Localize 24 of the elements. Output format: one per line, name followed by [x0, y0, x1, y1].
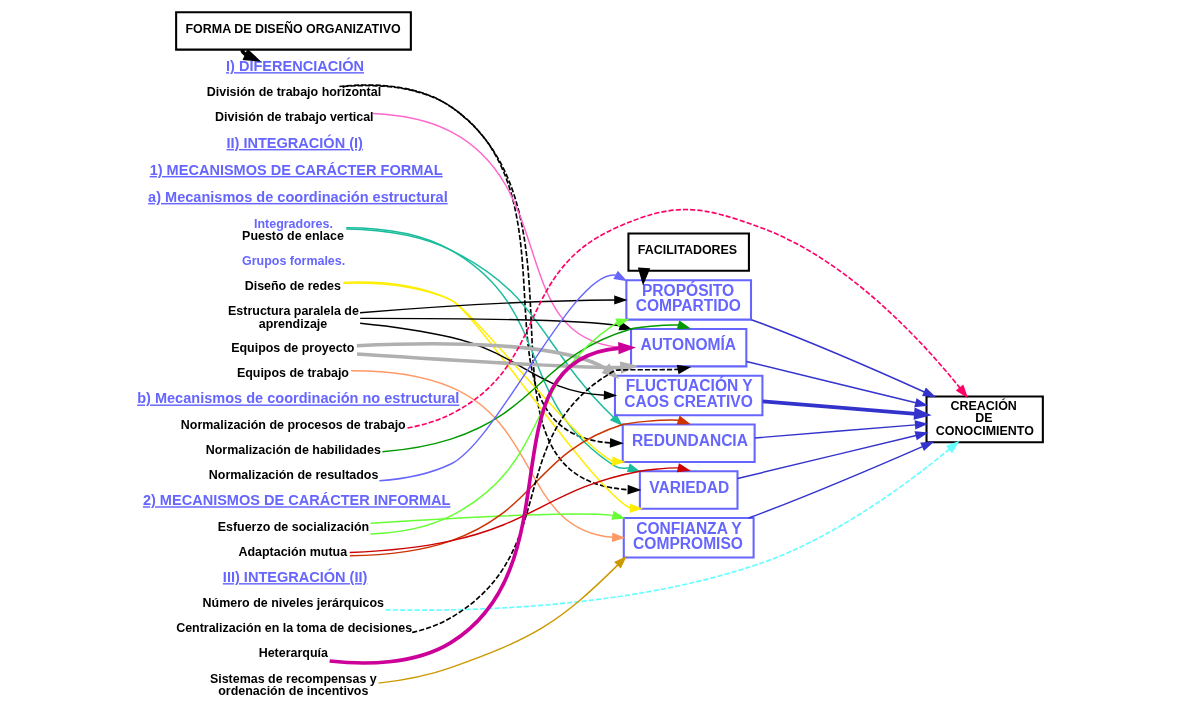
node-text: Normalización de habilidades	[205, 442, 381, 457]
node-text: División de trabajo vertical	[214, 110, 374, 125]
node-text: Equipos de proyecto	[230, 340, 354, 355]
node-text: II) INTEGRACIÓN (I)	[226, 134, 363, 151]
node-text: b) Mecanismos de coordinación no estructural	[136, 390, 459, 407]
node-text: III) INTEGRACIÓN (II)	[222, 569, 367, 586]
node-text: Diseño de redes	[244, 278, 341, 293]
node-text: 2) MECANISMOS DE CARÁCTER INFORMAL	[142, 492, 450, 509]
node-text: Normalización de resultados	[208, 467, 378, 482]
node-text: Heterarquía	[258, 646, 328, 661]
node-text: Equipos de trabajo	[236, 365, 349, 380]
node-text: 1) MECANISMOS DE CARÁCTER FORMAL	[149, 161, 443, 178]
node-text: Centralización en la toma de decisiones	[175, 621, 412, 636]
node-text: Grupos formales.	[241, 253, 345, 268]
node-text: Integradores. Puesto de enlace	[241, 216, 344, 244]
node-text: Adaptación mutua	[237, 544, 347, 559]
node-text: Sistemas de recompensas y ordenación de incentivos	[209, 671, 377, 699]
node-text: Número de niveles jerárquicos	[202, 596, 384, 611]
node-text: a) Mecanismos de coordinación estructural	[147, 188, 448, 205]
node-text: Normalización de procesos de trabajo	[180, 417, 406, 432]
node-text: Estructura paralela de aprendizaje	[227, 304, 359, 331]
node-text: División de trabajo horizontal	[206, 85, 381, 100]
node-text: Esfuerzo de socialización	[217, 519, 369, 534]
node-text: I) DIFERENCIACIÓN	[225, 58, 364, 75]
